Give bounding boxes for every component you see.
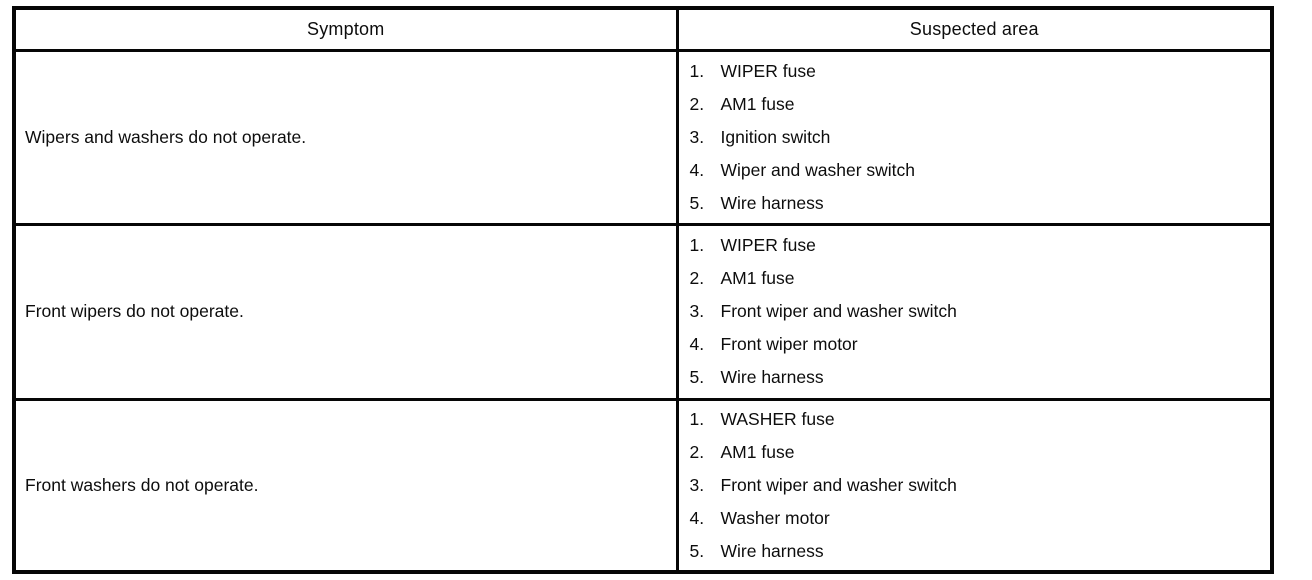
suspected-area-cell: 1. WASHER fuse 2. AM1 fuse 3. Front wiper and…	[675, 397, 1274, 573]
suspected-area-item-number: 4.	[689, 159, 705, 180]
suspected-area-item-label: Wire harness	[720, 192, 824, 213]
suspected-area-item-number: 5.	[689, 367, 705, 387]
suspected-area-list: 1. WIPER fuse 2. AM1 fuse 3. Front wiper and …	[690, 229, 1267, 394]
suspected-area-cell: 1. WIPER fuse 2. AM1 fuse 3. Front wiper and …	[675, 222, 1274, 401]
table-header-row: Symptom Suspected area	[12, 6, 1274, 52]
suspected-area-item: 3. Ignition switch	[690, 121, 1267, 154]
suspected-area-item-number: 3.	[689, 301, 705, 321]
suspected-area-item: 4. Washer motor	[690, 502, 1267, 535]
suspected-area-item-label: Wire harness	[720, 540, 824, 561]
suspected-area-item-number: 3.	[689, 474, 705, 495]
suspected-area-list: 1. WASHER fuse 2. AM1 fuse 3. Front wiper and…	[690, 403, 1267, 568]
suspected-area-item: 2. AM1 fuse	[690, 262, 1267, 295]
suspected-area-item: 4. Wiper and washer switch	[690, 154, 1267, 187]
suspected-area-item-label: AM1 fuse	[720, 268, 795, 288]
suspected-area-item-number: 5.	[689, 540, 705, 561]
symptom-text: Front wipers do not operate.	[25, 301, 244, 321]
symptom-text: Wipers and washers do not operate.	[25, 126, 307, 147]
suspected-area-item-label: WIPER fuse	[720, 60, 816, 81]
suspected-area-item: 2. AM1 fuse	[690, 88, 1267, 121]
suspected-area-item-label: Wiper and washer switch	[720, 159, 916, 180]
table-body: Wipers and washers do not operate. 1. WIP…	[12, 48, 1274, 573]
column-header-symptom: Symptom	[12, 6, 679, 52]
suspected-area-item-number: 2.	[689, 93, 705, 114]
suspected-area-cell: 1. WIPER fuse 2. AM1 fuse 3. Ignition switch 4…	[675, 48, 1274, 226]
suspected-area-item-label: Front wiper motor	[720, 334, 858, 354]
suspected-area-item-number: 1.	[689, 408, 705, 429]
suspected-area-item: 1. WIPER fuse	[690, 229, 1267, 262]
suspected-area-item: 4. Front wiper motor	[690, 328, 1267, 361]
suspected-area-item-label: Washer motor	[720, 507, 830, 528]
suspected-area-item-number: 4.	[689, 334, 705, 354]
suspected-area-item: 5. Wire harness	[690, 361, 1267, 394]
suspected-area-item-label: AM1 fuse	[720, 441, 795, 462]
suspected-area-item-number: 4.	[689, 507, 705, 528]
symptom-text: Front washers do not operate.	[25, 474, 259, 495]
troubleshooting-table: Symptom Suspected area Wipers and washer…	[12, 6, 1274, 574]
suspected-area-item: 1. WIPER fuse	[690, 55, 1267, 88]
suspected-area-list: 1. WIPER fuse 2. AM1 fuse 3. Ignition switch 4…	[690, 55, 1267, 220]
suspected-area-item: 2. AM1 fuse	[690, 436, 1267, 469]
symptom-cell: Front wipers do not operate.	[12, 222, 679, 401]
suspected-area-item-number: 2.	[689, 268, 705, 288]
suspected-area-item-label: Ignition switch	[720, 126, 831, 147]
suspected-area-item-label: Front wiper and washer switch	[720, 301, 957, 321]
symptom-cell: Front washers do not operate.	[12, 397, 679, 573]
suspected-area-item-number: 5.	[689, 192, 705, 213]
suspected-area-item-label: WASHER fuse	[720, 408, 835, 429]
table-row: Front washers do not operate. 1. WASHER f…	[12, 397, 1274, 573]
symptom-cell: Wipers and washers do not operate.	[12, 48, 679, 226]
suspected-area-item-number: 1.	[689, 60, 705, 81]
suspected-area-item: 5. Wire harness	[690, 187, 1267, 220]
suspected-area-item: 5. Wire harness	[690, 535, 1267, 568]
suspected-area-item-number: 1.	[689, 235, 705, 255]
suspected-area-item-label: WIPER fuse	[720, 235, 816, 255]
suspected-area-item-label: Front wiper and washer switch	[720, 474, 957, 495]
column-header-suspected-area: Suspected area	[675, 6, 1274, 52]
suspected-area-item-number: 2.	[689, 441, 705, 462]
suspected-area-item: 3. Front wiper and washer switch	[690, 295, 1267, 328]
suspected-area-item: 1. WASHER fuse	[690, 403, 1267, 436]
suspected-area-item: 3. Front wiper and washer switch	[690, 469, 1267, 502]
table-row: Wipers and washers do not operate. 1. WIP…	[12, 48, 1274, 226]
suspected-area-item-label: AM1 fuse	[720, 93, 795, 114]
suspected-area-item-label: Wire harness	[720, 367, 824, 387]
table-row: Front wipers do not operate. 1. WIPER fus…	[12, 222, 1274, 401]
suspected-area-item-number: 3.	[689, 126, 705, 147]
